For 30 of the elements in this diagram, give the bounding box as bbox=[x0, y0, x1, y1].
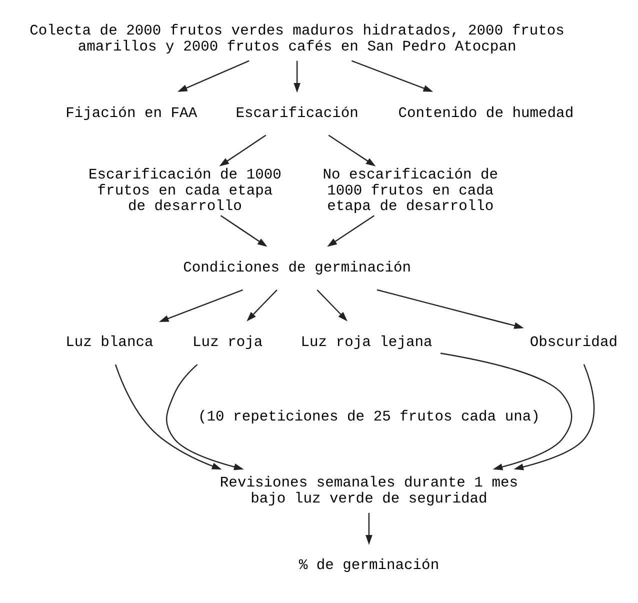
arrow bbox=[220, 214, 268, 246]
node-text: Escarificación bbox=[236, 105, 358, 122]
arrow bbox=[514, 364, 595, 470]
arrow bbox=[327, 214, 375, 246]
node-text: % de germinación bbox=[298, 557, 440, 574]
node-text: Colecta de 2000 frutos verdes maduros hidratados, 2000 frutos amarillos y 2000 frutos cafés en San Pedro Atocpan bbox=[30, 23, 564, 56]
label: (10 repeticiones de 25 frutos cada una) bbox=[198, 408, 540, 425]
arrow bbox=[328, 134, 376, 166]
arrow bbox=[351, 60, 434, 92]
arrow bbox=[219, 134, 266, 166]
node-text: Contenido de humedad bbox=[398, 105, 574, 122]
arrow bbox=[246, 288, 278, 321]
node-text: Condiciones de germinación bbox=[183, 260, 412, 276]
arrow bbox=[177, 60, 250, 92]
node-text: Revisiones semanales durante 1 mes bajo luz verde de seguridad bbox=[220, 475, 518, 508]
node-text: Escarificación de 1000 frutos en cada etapa de desarrollo bbox=[88, 166, 282, 215]
arrow bbox=[376, 288, 524, 328]
arrow bbox=[294, 60, 300, 92]
node-text: Luz roja bbox=[192, 334, 263, 350]
arrow bbox=[114, 364, 222, 469]
arrow bbox=[158, 288, 244, 322]
node-text: Obscuridad bbox=[530, 334, 618, 350]
arrow bbox=[440, 352, 572, 470]
node-text: Fijación en FAA bbox=[66, 105, 198, 122]
arrow bbox=[166, 364, 244, 470]
node-text: Luz roja lejana bbox=[300, 334, 432, 350]
node-text: Luz blanca bbox=[66, 334, 154, 350]
node-text: No escarificación de 1000 frutos en cada etapa de desarrollo bbox=[322, 166, 498, 215]
arrow bbox=[316, 288, 348, 321]
arrow bbox=[366, 512, 372, 544]
